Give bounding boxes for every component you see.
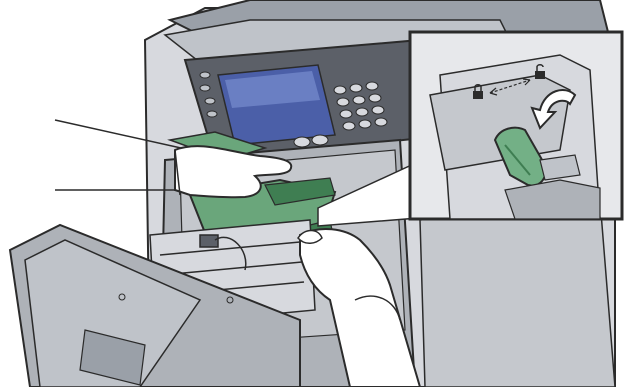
printer-side-panel <box>420 200 615 387</box>
detail-inset <box>410 32 622 219</box>
